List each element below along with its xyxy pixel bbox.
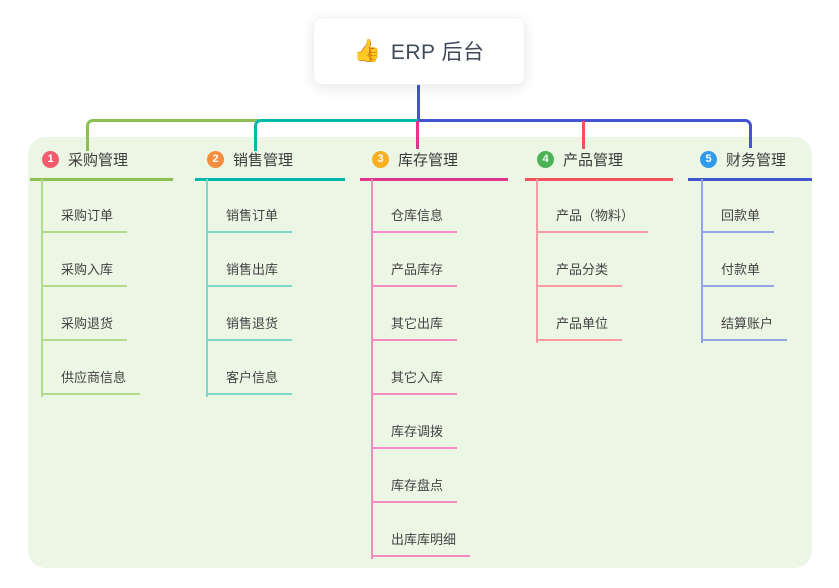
child-node[interactable]: 其它出库	[371, 313, 458, 341]
child-node[interactable]: 采购入库	[41, 259, 128, 287]
child-row: 供应商信息	[41, 341, 141, 395]
child-row: 采购入库	[41, 233, 140, 287]
child-row: 销售订单	[206, 179, 293, 233]
child-row: 结算账户	[701, 287, 788, 341]
branch-number-badge: 4	[537, 151, 554, 168]
child-node[interactable]: 供应商信息	[41, 367, 141, 395]
child-row: 出库库明细	[371, 503, 471, 557]
root-node[interactable]: 👍 ERP 后台	[313, 17, 525, 85]
child-row: 其它出库	[371, 287, 470, 341]
child-node[interactable]: 库存盘点	[371, 475, 458, 503]
child-row: 付款单	[701, 233, 787, 287]
child-node[interactable]: 出库库明细	[371, 529, 471, 557]
branch-header[interactable]: 1 采购管理	[30, 149, 173, 181]
child-node[interactable]: 付款单	[701, 259, 775, 287]
branches-panel	[28, 137, 812, 568]
child-node[interactable]: 回款单	[701, 205, 775, 233]
child-node[interactable]: 产品库存	[371, 259, 458, 287]
branch-number-badge: 5	[700, 151, 717, 168]
branch-label: 产品管理	[563, 152, 624, 169]
child-node[interactable]: 客户信息	[206, 367, 293, 395]
child-node[interactable]: 结算账户	[701, 313, 788, 341]
branch-header[interactable]: 4 产品管理	[525, 149, 673, 181]
connector-branch-4	[582, 121, 585, 149]
branch-number-badge: 3	[372, 151, 389, 168]
branch-children-connector	[41, 179, 43, 397]
child-node[interactable]: 库存调拨	[371, 421, 458, 449]
branch-children-connector	[701, 179, 703, 343]
thumbs-up-icon: 👍	[353, 38, 381, 63]
child-row: 产品库存	[371, 233, 470, 287]
connector-branch-5	[418, 119, 752, 148]
child-row: 销售出库	[206, 233, 293, 287]
child-row: 回款单	[701, 179, 787, 233]
child-row: 产品分类	[536, 233, 648, 287]
child-node[interactable]: 产品分类	[536, 259, 623, 287]
branch-label: 库存管理	[398, 152, 459, 169]
child-row: 其它入库	[371, 341, 470, 395]
child-node[interactable]: 仓库信息	[371, 205, 458, 233]
root-title: ERP 后台	[390, 41, 485, 64]
child-row: 仓库信息	[371, 179, 470, 233]
child-node[interactable]: 产品（物料）	[536, 205, 649, 233]
child-node[interactable]: 产品单位	[536, 313, 623, 341]
child-row: 客户信息	[206, 341, 293, 395]
branch-header[interactable]: 5 财务管理	[688, 149, 812, 181]
child-row: 产品（物料）	[536, 179, 649, 233]
child-row: 库存调拨	[371, 395, 470, 449]
branch-header[interactable]: 2 销售管理	[195, 149, 345, 181]
branch-number-badge: 1	[42, 151, 59, 168]
branch-label: 采购管理	[68, 152, 129, 169]
branch-children-connector	[206, 179, 208, 397]
child-node[interactable]: 其它入库	[371, 367, 458, 395]
child-row: 库存盘点	[371, 449, 470, 503]
child-node[interactable]: 销售退货	[206, 313, 293, 341]
branch-header[interactable]: 3 库存管理	[360, 149, 508, 181]
child-node[interactable]: 采购退货	[41, 313, 128, 341]
branch-children-connector	[536, 179, 538, 343]
branch-label: 销售管理	[233, 152, 294, 169]
connector-branch-2	[254, 119, 421, 151]
branch-children: 回款单付款单结算账户	[701, 179, 788, 341]
child-row: 采购退货	[41, 287, 140, 341]
branch-children: 销售订单销售出库销售退货客户信息	[206, 179, 293, 395]
connector-branch-1	[86, 119, 259, 151]
child-node[interactable]: 销售出库	[206, 259, 293, 287]
trunk-line	[417, 83, 420, 121]
child-row: 产品单位	[536, 287, 648, 341]
child-row: 销售退货	[206, 287, 293, 341]
branch-children: 仓库信息产品库存其它出库其它入库库存调拨库存盘点出库库明细	[371, 179, 471, 557]
connector-branch-3	[416, 121, 419, 149]
branch-children: 产品（物料） 产品分类产品单位	[536, 179, 649, 341]
branch-label: 财务管理	[726, 152, 787, 169]
child-node[interactable]: 采购订单	[41, 205, 128, 233]
branch-children: 采购订单采购入库采购退货供应商信息	[41, 179, 141, 395]
child-node[interactable]: 销售订单	[206, 205, 293, 233]
branch-children-connector	[371, 179, 373, 559]
child-row: 采购订单	[41, 179, 140, 233]
branch-number-badge: 2	[207, 151, 224, 168]
